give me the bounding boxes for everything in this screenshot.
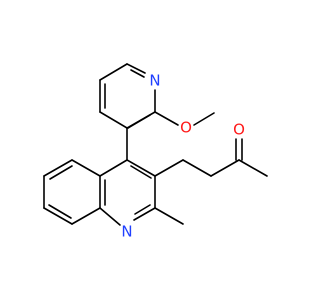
molecule-canvas: N O O N [43, 63, 268, 241]
bond [49, 165, 73, 180]
bond [130, 69, 145, 78]
bond [99, 111, 128, 129]
bond-lines [43, 63, 268, 226]
bond [133, 207, 156, 221]
bond [127, 114, 151, 129]
bond [154, 111, 179, 126]
bond [130, 165, 152, 179]
bond [48, 204, 72, 219]
bond [154, 207, 184, 225]
atom-labels: N O O N [121, 72, 245, 241]
bond [99, 63, 128, 81]
bond [126, 63, 146, 74]
quinoline-nitrogen-label: N [121, 223, 132, 241]
bond [238, 159, 268, 177]
bond [71, 159, 101, 177]
bond [43, 207, 73, 225]
bond [182, 159, 212, 177]
bond [193, 112, 215, 126]
bond [154, 159, 184, 177]
bond [134, 204, 151, 215]
chemical-structure-drawing: N O O N [43, 63, 268, 241]
bond [210, 159, 240, 177]
bond [43, 159, 73, 177]
bond [99, 159, 128, 177]
methoxy-oxygen-label: O [180, 119, 192, 137]
bond [99, 207, 121, 226]
bond [71, 207, 101, 225]
ketone-oxygen-label: O [233, 121, 245, 139]
bond [126, 159, 156, 177]
pyridine-nitrogen-label: N [149, 72, 160, 90]
